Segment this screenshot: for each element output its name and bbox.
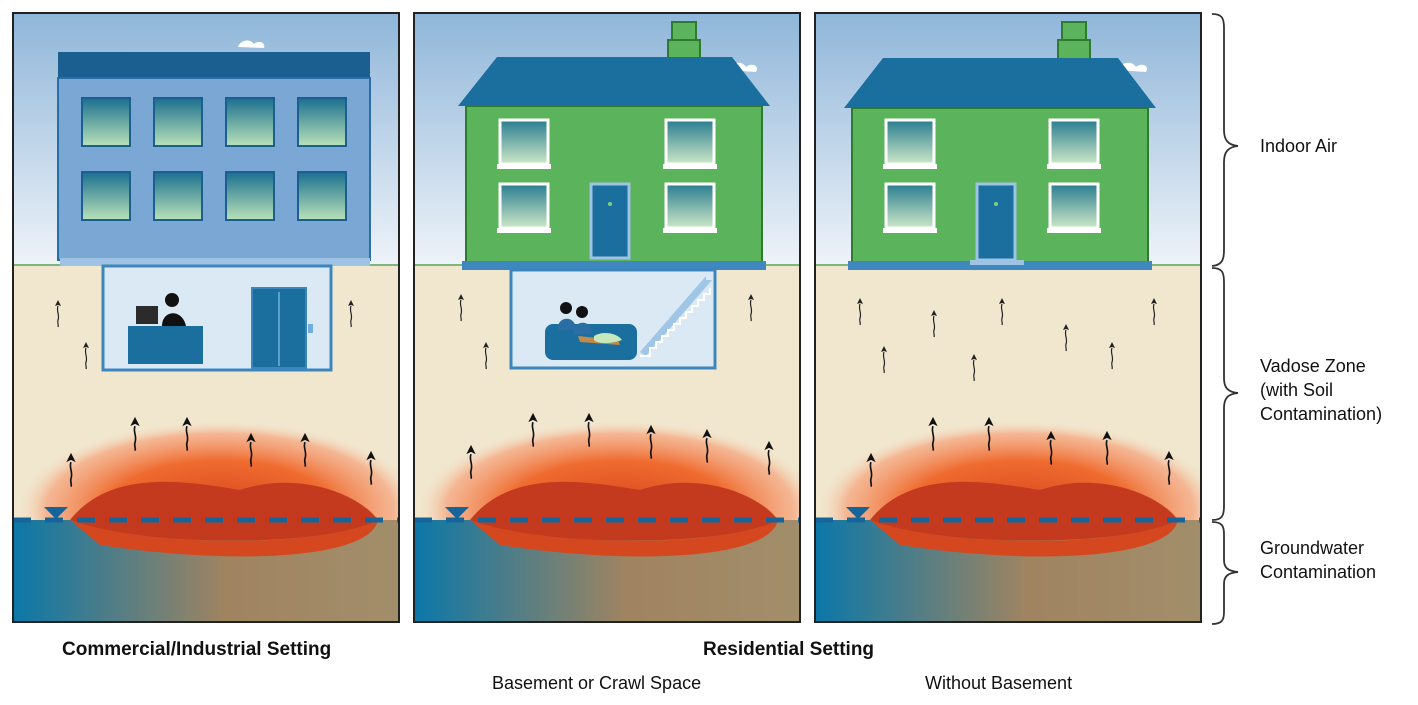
office-building bbox=[57, 52, 371, 266]
commercial-basement bbox=[101, 264, 333, 372]
label-vadose-zone: Vadose Zone (with Soil Contamination) bbox=[1260, 354, 1382, 426]
panel-residential-no-basement bbox=[815, 13, 1201, 622]
brace-vadose-zone bbox=[1211, 267, 1239, 521]
label-line: Vadose Zone bbox=[1260, 356, 1366, 376]
caption-commercial: Commercial/Industrial Setting bbox=[62, 639, 332, 660]
brace-groundwater bbox=[1211, 521, 1239, 625]
panel-residential-basement bbox=[414, 13, 800, 622]
house-with-basement bbox=[458, 21, 770, 270]
water-table-marker-icon bbox=[445, 507, 469, 519]
caption-basement: Basement or Crawl Space bbox=[492, 673, 702, 693]
label-indoor-air: Indoor Air bbox=[1260, 134, 1337, 158]
label-line: (with Soil bbox=[1260, 380, 1334, 400]
label-line: Groundwater bbox=[1260, 538, 1365, 558]
caption-no-basement: Without Basement bbox=[925, 673, 1073, 693]
label-groundwater: Groundwater Contamination bbox=[1260, 536, 1376, 584]
residential-basement bbox=[509, 268, 717, 370]
label-line: Contamination) bbox=[1260, 404, 1383, 424]
caption-residential: Residential Setting bbox=[703, 639, 875, 660]
brace-indoor-air bbox=[1211, 13, 1239, 267]
label-line: Contamination bbox=[1260, 562, 1377, 582]
zone-braces bbox=[1211, 13, 1239, 625]
water-table-marker-icon bbox=[44, 507, 68, 519]
label-line: Indoor Air bbox=[1260, 136, 1338, 156]
panel-commercial bbox=[13, 13, 399, 622]
house-without-basement bbox=[844, 21, 1156, 270]
water-table-marker-icon bbox=[846, 507, 870, 519]
